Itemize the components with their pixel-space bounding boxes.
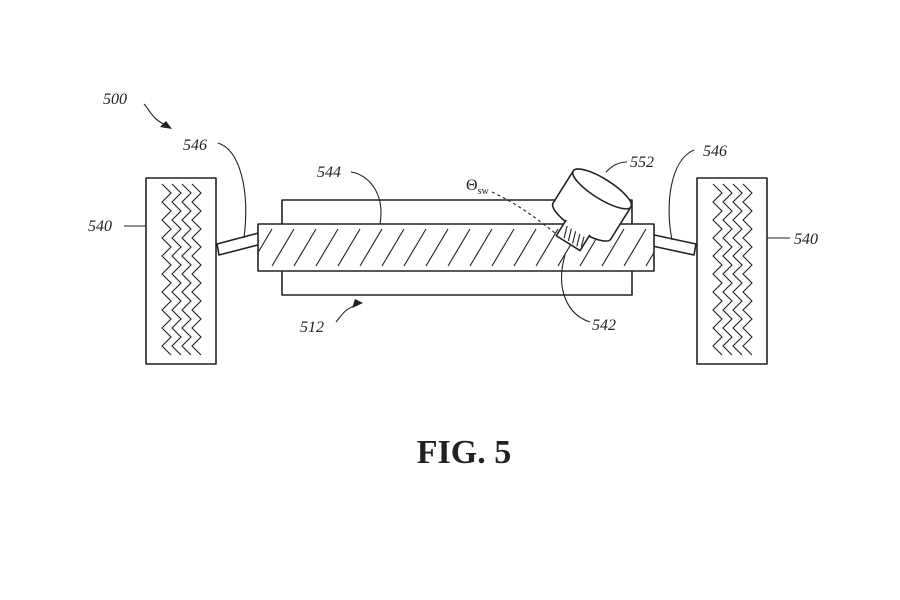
label-512: 512 (300, 319, 324, 336)
tread-zigzag (171, 183, 182, 356)
rack-hatch-line (403, 228, 427, 267)
tread-zigzag (712, 183, 723, 356)
label-540-left: 540 (88, 218, 112, 235)
leader-542 (561, 254, 591, 323)
leader-theta (491, 191, 556, 234)
leader-544 (350, 171, 382, 225)
rack-hatch-line (293, 228, 317, 267)
tread-zigzag (161, 183, 172, 356)
rack-hatch-line (271, 228, 295, 267)
label-theta-sw: Θsw (466, 177, 489, 197)
label-546-right: 546 (703, 143, 727, 160)
rack-hatch-line (359, 228, 383, 267)
tread-zigzag (742, 183, 753, 356)
left-tire-tread (161, 183, 202, 356)
pinion-sensor-assembly (551, 168, 633, 252)
rack-hatch-line (601, 228, 625, 267)
rack-hatch-line (645, 251, 654, 267)
rack-hatch-line (535, 228, 559, 267)
tread-zigzag (191, 183, 202, 356)
label-500: 500 (103, 91, 127, 108)
right-tire-tread (712, 183, 753, 356)
rack-hatch-line (469, 228, 493, 267)
tread-zigzag (732, 183, 743, 356)
left-tire (145, 177, 217, 365)
label-552: 552 (630, 154, 654, 171)
rack-hatch-line (513, 228, 537, 267)
rack-hatch-line (337, 228, 361, 267)
label-546-left: 546 (183, 137, 207, 154)
rack-hatch-line (425, 228, 449, 267)
tread-zigzag (181, 183, 192, 356)
rack-hatch-line (381, 228, 405, 267)
rack-hatch-line (258, 228, 273, 254)
arrowhead-500 (160, 121, 172, 129)
label-544: 544 (317, 164, 341, 181)
leader-546-left (217, 142, 247, 239)
rack-hatch-line (623, 228, 647, 267)
label-542: 542 (592, 317, 616, 334)
rack-hatch-line (315, 228, 339, 267)
leader-546-right (668, 149, 695, 241)
pinion-542 (555, 219, 591, 252)
leader-512 (335, 304, 359, 323)
arrowhead-512 (352, 299, 363, 308)
right-tire (696, 177, 768, 365)
rack-hatching (258, 228, 654, 267)
leader-552 (605, 161, 628, 173)
label-540-right: 540 (794, 231, 818, 248)
figure-title: FIG. 5 (417, 434, 511, 471)
tread-zigzag (722, 183, 733, 356)
steering-rack (257, 223, 655, 272)
rack-hatch-line (491, 228, 515, 267)
rack-hatch-line (447, 228, 471, 267)
